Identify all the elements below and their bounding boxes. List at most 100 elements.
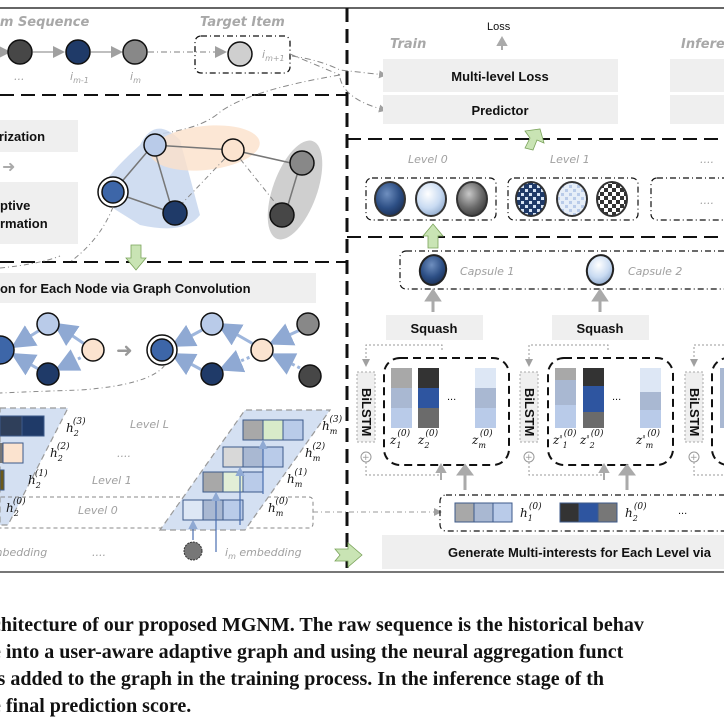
h2-cell	[0, 469, 5, 491]
target-to-loss-arrow	[291, 55, 387, 79]
svg-text:BiLSTM: BiLSTM	[522, 388, 537, 436]
svg-text:hm(2): hm(2)	[305, 441, 326, 463]
agg-edge	[216, 323, 256, 347]
h2-cell	[0, 415, 23, 437]
regularization-box	[0, 120, 78, 152]
z-group-box-1	[383, 357, 510, 466]
svg-text:z'1(0): z'1(0)	[552, 428, 577, 450]
z3-column-partial	[720, 368, 724, 428]
caption-line-4: e final prediction score.	[0, 695, 192, 717]
seq-label-im: im	[130, 70, 141, 85]
level1-title: Level 1	[550, 153, 590, 166]
svg-text:hm(0): hm(0)	[268, 496, 289, 518]
h2-label: h2(0)	[625, 501, 647, 523]
agg2-node-navy	[200, 362, 224, 386]
squash-up-arrow	[424, 288, 442, 312]
seq-node-dark	[7, 39, 33, 65]
target-title: Target Item	[200, 15, 285, 30]
agg-node-light-blue	[36, 312, 60, 336]
level-L-label: Level L	[130, 418, 169, 431]
h2-cell	[21, 415, 45, 437]
more-dots-box: ....	[700, 194, 714, 207]
target-connector	[149, 53, 341, 136]
adaptive-label: ptive	[0, 198, 30, 213]
capsule2-icon	[585, 254, 615, 286]
z-group-box-2	[547, 357, 674, 466]
h1-label: h1(0)	[520, 501, 542, 523]
embedding-left-label: embedding	[0, 546, 47, 559]
agg2-node-peach	[250, 338, 274, 362]
hm-level2-row	[222, 446, 284, 468]
target-label: im+1	[262, 48, 285, 63]
svg-text:+: +	[690, 453, 698, 463]
train-title: Train	[390, 37, 426, 52]
agg-node-target	[0, 335, 15, 365]
green-up-arrow	[422, 223, 444, 249]
svg-text:z'2(0): z'2(0)	[579, 428, 604, 450]
sequence-title: Item Sequence	[0, 15, 89, 30]
h1-cells	[454, 502, 513, 523]
green-right-arrow	[334, 542, 363, 568]
z-up-arrow	[598, 462, 610, 480]
svg-text:z1(0): z1(0)	[389, 428, 411, 450]
caption-line-2: e into a user-aware adaptive graph and u…	[0, 641, 624, 663]
hm-level1-row	[202, 471, 264, 493]
zp-labels: z'1(0) z'2(0) z'm(0)	[552, 428, 660, 450]
loss-up-arrow	[496, 35, 508, 50]
conv-title: tion for Each Node via Graph Convolution	[0, 281, 251, 296]
caption-line-1: chitecture of our proposed MGNM. The raw…	[0, 614, 644, 636]
h-row-box	[439, 494, 724, 532]
figure-caption: chitecture of our proposed MGNM. The raw…	[0, 612, 724, 720]
svg-text:h2(2): h2(2)	[50, 441, 70, 463]
interest-light	[415, 181, 447, 217]
seq-node-im-1	[65, 39, 91, 65]
capsule-box	[399, 250, 724, 290]
im-embedding-node	[183, 541, 203, 561]
green-down-arrow	[125, 244, 147, 271]
svg-text:zm(0): zm(0)	[471, 428, 493, 450]
squash-up-arrow	[591, 288, 609, 312]
capsule1-icon	[418, 254, 448, 286]
h-ellipsis: ...	[678, 505, 687, 517]
seq-label-dots: ...	[14, 70, 25, 83]
svg-text:BiLSTM: BiLSTM	[687, 388, 702, 436]
agg2-node-target	[150, 338, 174, 362]
level1-interests-box	[507, 177, 639, 221]
multi-level-loss-box	[383, 59, 618, 92]
graph-node-mid-blue	[101, 180, 125, 204]
capsule2-label: Capsule 2	[628, 265, 682, 278]
agg-edge	[268, 323, 301, 346]
agg2-node-dark-gray	[298, 364, 322, 388]
bilstm-block-3: BiLSTM +	[684, 344, 724, 476]
generate-title: Generate Multi-interests for Each Level …	[448, 545, 712, 560]
zpm-column	[640, 368, 661, 428]
level0-title: Level 0	[408, 153, 448, 166]
node-connector	[69, 206, 114, 263]
agg-edge-dashed	[270, 353, 301, 375]
agg-edge	[170, 324, 203, 347]
green-diagonal-arrow	[524, 128, 545, 151]
zp1-column	[555, 368, 576, 428]
squash-label-1: Squash	[411, 321, 458, 336]
squash-box-2	[552, 315, 649, 340]
svg-text:h2(3): h2(3)	[66, 416, 86, 438]
graph-edge-dashed	[232, 149, 286, 216]
agg-edge	[53, 322, 87, 347]
embedding-dots-label: ....	[92, 546, 106, 559]
squash-box-1	[386, 315, 483, 340]
adaptive-info-box	[0, 182, 78, 244]
predictor-box	[383, 95, 618, 124]
level-0-label: Level 0	[78, 504, 118, 517]
agg-edge	[10, 352, 41, 376]
level-1-label: Level 1	[92, 474, 132, 487]
information-label: rmation	[0, 216, 48, 231]
generate-box	[382, 535, 724, 569]
zp-ellipsis: ...	[612, 391, 621, 403]
graph-node-peach	[221, 138, 245, 162]
level0-box	[0, 496, 314, 529]
more-dots-top: ....	[700, 153, 714, 166]
z-ellipsis: ...	[447, 391, 456, 403]
predictor-label: Predictor	[471, 103, 528, 118]
agg-edge	[170, 353, 203, 376]
h2-cells	[559, 502, 618, 523]
